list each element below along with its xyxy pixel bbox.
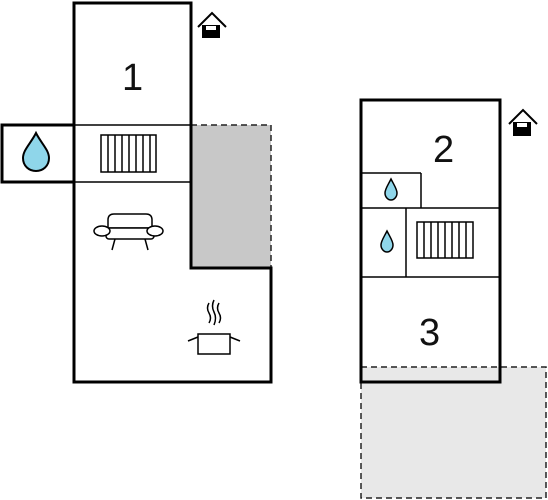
water-drop-icon [380,229,394,253]
cooking-pot-icon [187,299,241,355]
room-number-1: 1 [122,57,143,99]
radiator-icon [100,134,157,173]
right-unit-walls [359,98,502,384]
house-entrance-icon [197,11,227,38]
covered-terrace [190,124,272,269]
left-unit: 1 [0,1,273,384]
open-terrace [360,366,547,499]
radiator-icon [416,221,474,259]
room-number-3: 3 [419,312,440,354]
bathroom-annex [0,123,76,184]
house-entrance-icon [508,108,538,136]
water-drop-icon [384,177,398,201]
room-number-2: 2 [433,129,454,171]
water-drop-icon [21,130,51,173]
left-unit-walls [72,1,273,384]
right-unit: 2 3 [359,98,547,499]
sofa-icon [93,213,164,251]
